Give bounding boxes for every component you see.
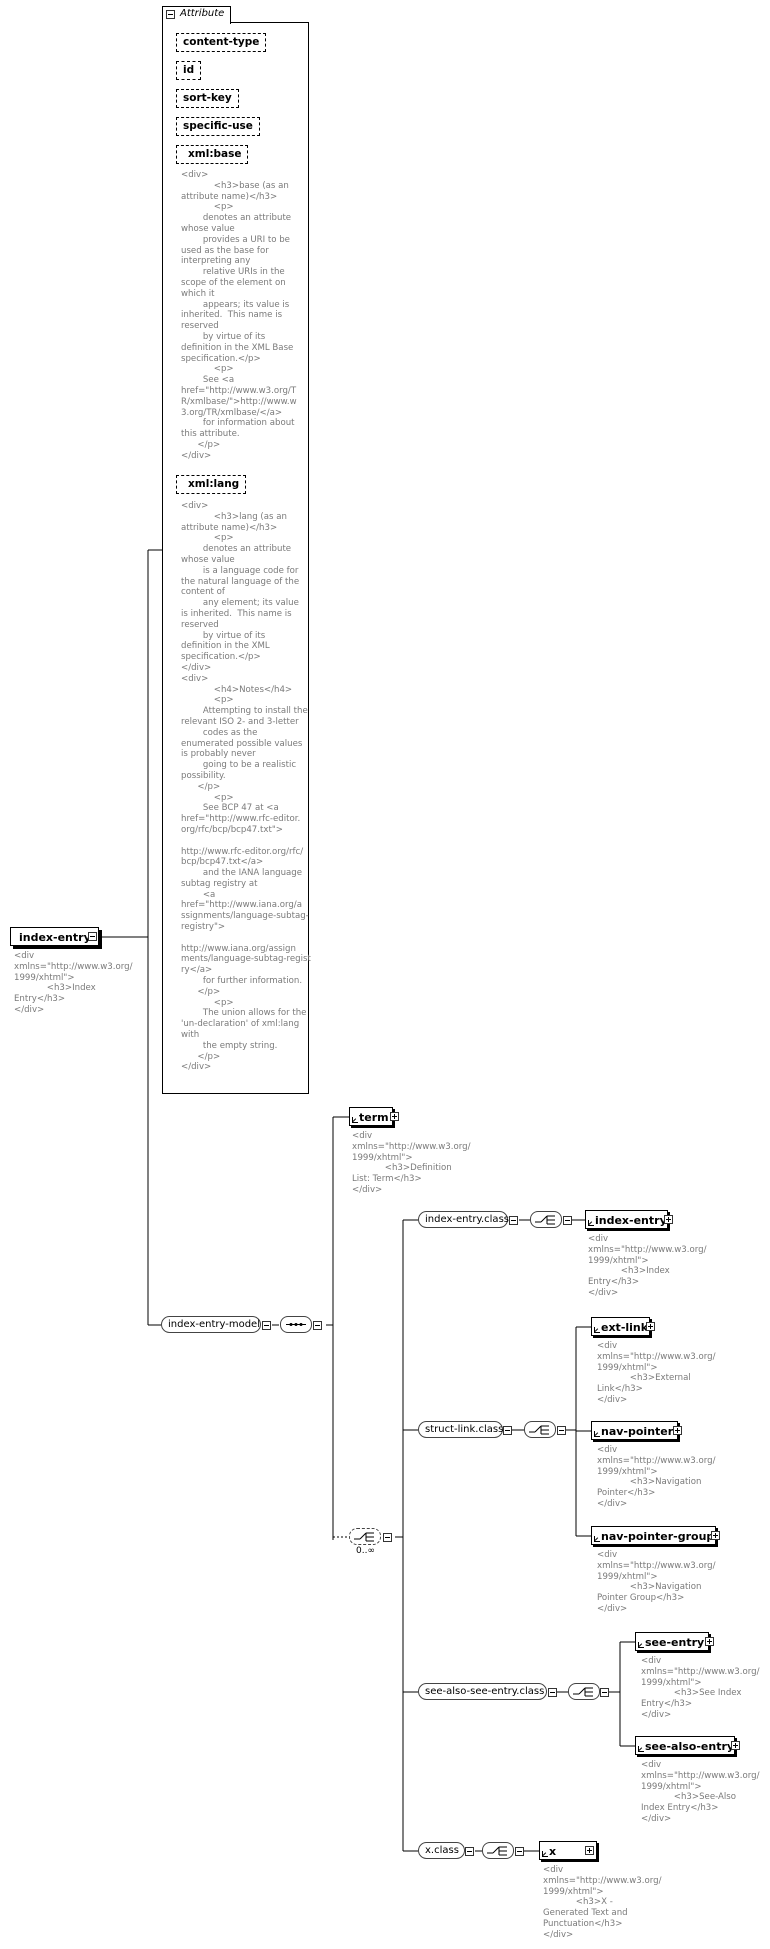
choice-collapse-icon[interactable] bbox=[515, 1847, 524, 1856]
choice-collapse-icon[interactable] bbox=[557, 1426, 566, 1435]
group-see-also-see-entry-class[interactable]: see-also-see-entry.class bbox=[418, 1683, 547, 1700]
sequence-dots-icon bbox=[286, 1323, 306, 1326]
sequence-collapse-icon[interactable] bbox=[313, 1321, 322, 1330]
element-index-entry[interactable]: index-entry bbox=[585, 1210, 668, 1229]
element-ext-link-label: ext-link bbox=[601, 1321, 649, 1334]
nav-pointer-group-expand-icon[interactable] bbox=[711, 1531, 720, 1540]
term-expand-icon[interactable] bbox=[390, 1112, 399, 1121]
element-index-entry-doc: <div xmlns="http://www.w3.org/ 1999/xhtm… bbox=[588, 1234, 707, 1298]
element-nav-pointer-group-doc: <div xmlns="http://www.w3.org/ 1999/xhtm… bbox=[597, 1550, 716, 1614]
sequence-compositor-icon[interactable] bbox=[280, 1316, 312, 1333]
group-see-also-see-entry-class-collapse-icon[interactable] bbox=[548, 1688, 557, 1697]
attribute-panel-title: Attribute bbox=[180, 8, 225, 19]
attribute-panel-tab bbox=[162, 6, 231, 24]
attribute-panel bbox=[162, 22, 309, 1094]
element-nav-pointer-group[interactable]: nav-pointer-group bbox=[591, 1526, 716, 1545]
attribute-collapse-icon[interactable] bbox=[166, 10, 175, 19]
element-ext-link-doc: <div xmlns="http://www.w3.org/ 1999/xhtm… bbox=[597, 1341, 716, 1405]
group-x-class-collapse-icon[interactable] bbox=[465, 1847, 474, 1856]
attribute-id[interactable]: id bbox=[176, 61, 202, 80]
model-group-index-entry-model[interactable]: index-entry-model bbox=[161, 1316, 261, 1333]
element-nav-pointer-doc: <div xmlns="http://www.w3.org/ 1999/xhtm… bbox=[597, 1445, 716, 1509]
root-element-label: index-entry bbox=[19, 931, 91, 944]
attribute-xml-base[interactable]: xml:base bbox=[176, 145, 249, 164]
choice-compositor-icon[interactable] bbox=[349, 1528, 381, 1545]
attribute-xml-lang[interactable]: xml:lang bbox=[176, 475, 247, 494]
model-group-collapse-icon[interactable] bbox=[262, 1321, 271, 1330]
choice-icon-x-class[interactable] bbox=[482, 1842, 514, 1859]
element-nav-pointer[interactable]: nav-pointer bbox=[591, 1421, 678, 1440]
choice-switch-icon bbox=[487, 1846, 507, 1856]
index-entry-expand-icon[interactable] bbox=[664, 1215, 673, 1224]
choice-icon-struct-link-class[interactable] bbox=[524, 1421, 556, 1438]
choice-switch-icon bbox=[529, 1425, 549, 1435]
choice-switch-icon bbox=[354, 1532, 374, 1542]
root-collapse-icon[interactable] bbox=[88, 932, 97, 941]
element-term[interactable]: term bbox=[349, 1107, 393, 1126]
choice-collapse-icon[interactable] bbox=[383, 1533, 392, 1542]
element-index-entry-label: index-entry bbox=[595, 1214, 667, 1227]
see-entry-expand-icon[interactable] bbox=[705, 1637, 714, 1646]
choice-switch-icon bbox=[535, 1215, 555, 1225]
element-see-entry-doc: <div xmlns="http://www.w3.org/ 1999/xhtm… bbox=[641, 1656, 760, 1720]
x-expand-icon[interactable] bbox=[585, 1846, 594, 1855]
attribute-xml-lang-doc: <div> <h3>lang (as an attribute name)</h… bbox=[181, 501, 311, 1073]
see-also-entry-expand-icon[interactable] bbox=[731, 1741, 740, 1750]
element-see-also-entry[interactable]: see-also-entry bbox=[635, 1736, 735, 1755]
element-see-also-entry-doc: <div xmlns="http://www.w3.org/ 1999/xhtm… bbox=[641, 1760, 760, 1824]
root-element-index-entry[interactable]: index-entry bbox=[10, 927, 99, 946]
group-index-entry-class-collapse-icon[interactable] bbox=[509, 1216, 518, 1225]
element-see-entry[interactable]: see-entry bbox=[635, 1632, 709, 1651]
group-x-class[interactable]: x.class bbox=[418, 1842, 465, 1859]
element-x-label: x bbox=[549, 1845, 557, 1858]
attribute-xml-base-doc: <div> <h3>base (as an attribute name)</h… bbox=[181, 170, 297, 461]
choice-switch-icon bbox=[573, 1687, 593, 1697]
element-term-label: term bbox=[359, 1111, 389, 1124]
choice-collapse-icon[interactable] bbox=[563, 1216, 572, 1225]
group-struct-link-class[interactable]: struct-link.class bbox=[418, 1421, 503, 1438]
element-see-entry-label: see-entry bbox=[645, 1636, 705, 1649]
attribute-specific-use[interactable]: specific-use bbox=[176, 117, 260, 136]
attribute-sort-key[interactable]: sort-key bbox=[176, 89, 239, 108]
element-term-doc: <div xmlns="http://www.w3.org/ 1999/xhtm… bbox=[352, 1131, 471, 1195]
choice-collapse-icon[interactable] bbox=[600, 1688, 609, 1697]
choice-icon-see-also-see-entry-class[interactable] bbox=[568, 1683, 600, 1700]
choice-icon-index-entry-class[interactable] bbox=[530, 1211, 562, 1228]
nav-pointer-expand-icon[interactable] bbox=[673, 1426, 682, 1435]
ext-link-expand-icon[interactable] bbox=[646, 1322, 655, 1331]
element-ext-link[interactable]: ext-link bbox=[591, 1317, 650, 1336]
element-nav-pointer-label: nav-pointer bbox=[601, 1425, 674, 1438]
group-struct-link-class-collapse-icon[interactable] bbox=[503, 1426, 512, 1435]
element-nav-pointer-group-label: nav-pointer-group bbox=[601, 1530, 715, 1543]
element-see-also-entry-label: see-also-entry bbox=[645, 1740, 735, 1753]
root-element-doc: <div xmlns="http://www.w3.org/ 1999/xhtm… bbox=[14, 951, 133, 1015]
element-x[interactable]: x bbox=[539, 1841, 597, 1860]
element-x-doc: <div xmlns="http://www.w3.org/ 1999/xhtm… bbox=[543, 1865, 662, 1940]
choice-occurrence: 0..∞ bbox=[356, 1546, 375, 1556]
attribute-content-type[interactable]: content-type bbox=[176, 33, 267, 52]
group-index-entry-class[interactable]: index-entry.class bbox=[418, 1211, 509, 1228]
